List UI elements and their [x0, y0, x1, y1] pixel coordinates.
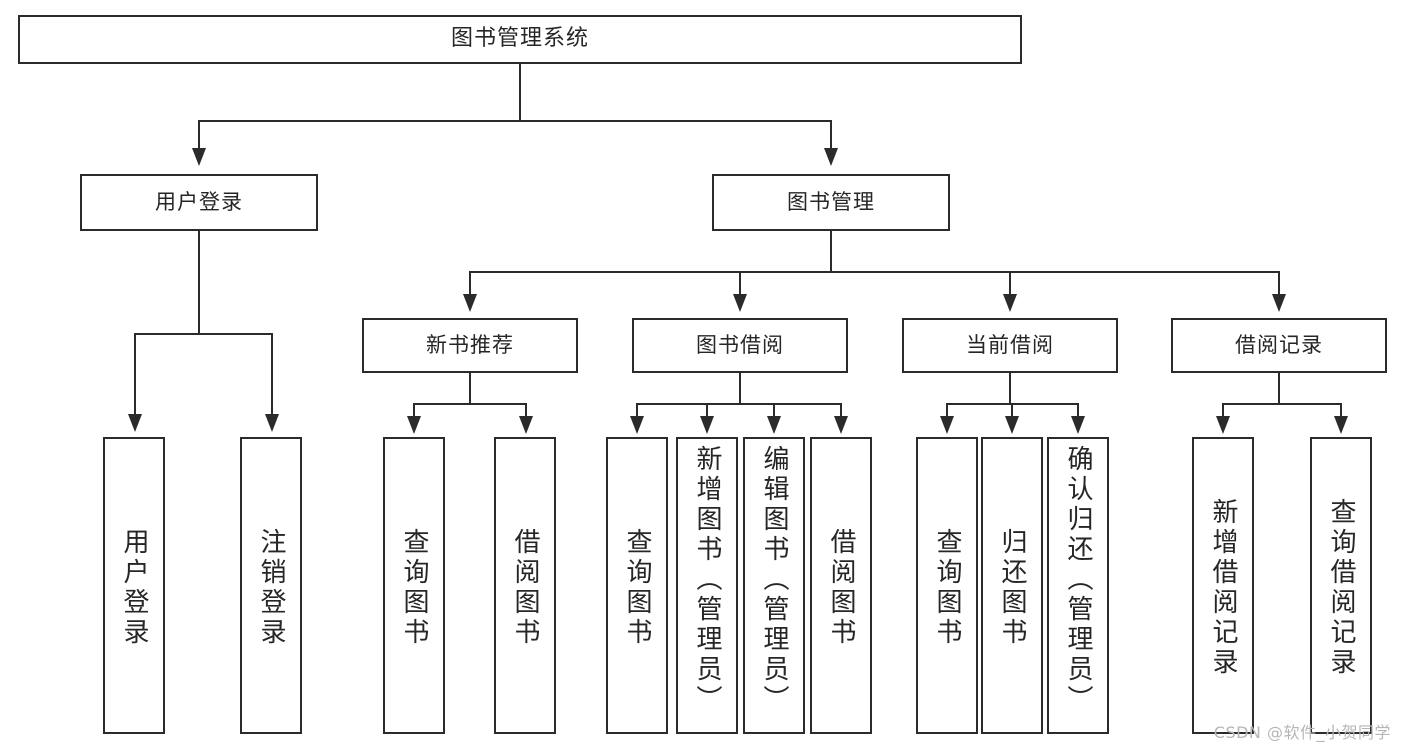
node-user-login[interactable]: 用户登录	[80, 174, 318, 231]
node-borrow-record[interactable]: 借阅记录	[1171, 318, 1387, 373]
connector-nb-to-leaf-2	[525, 403, 527, 417]
connector-book-borrow-bus	[636, 403, 842, 405]
leaf-query-book-3-label: 查询图书	[932, 527, 962, 648]
connector-root-bus	[198, 120, 832, 122]
connector-user-login-stem	[198, 231, 200, 335]
leaf-query-record-label: 查询借阅记录	[1326, 497, 1356, 678]
connector-cb-to-leaf-3	[1077, 403, 1079, 417]
arrowhead-leaf-user-login	[128, 414, 142, 432]
arrowhead-leaf-add-book	[700, 416, 714, 434]
node-current-borrow[interactable]: 当前借阅	[902, 318, 1118, 373]
arrowhead-leaf-query-book-1	[407, 416, 421, 434]
leaf-borrow-book-1[interactable]: 借阅图书	[494, 437, 556, 734]
leaf-add-book-label: 新增图书（管理员）	[692, 445, 722, 715]
leaf-borrow-book-1-label: 借阅图书	[510, 527, 540, 648]
arrowhead-leaf-query-book-3	[940, 416, 954, 434]
leaf-user-login[interactable]: 用户登录	[103, 437, 165, 734]
connector-bm-to-new-book	[469, 271, 471, 295]
leaf-confirm-return-label: 确认归还（管理员）	[1063, 445, 1093, 715]
leaf-add-book[interactable]: 新增图书（管理员）	[676, 437, 738, 734]
connector-root-stem	[519, 64, 521, 122]
node-new-book-recommend[interactable]: 新书推荐	[362, 318, 578, 373]
connector-bm-to-borrow-record	[1278, 271, 1280, 295]
leaf-edit-book-label: 编辑图书（管理员）	[759, 445, 789, 715]
leaf-user-logout-label: 注销登录	[256, 527, 286, 648]
arrowhead-leaf-edit-book	[767, 416, 781, 434]
watermark: CSDN @软件_小贺同学	[1213, 723, 1391, 742]
connector-bb-to-leaf-2	[706, 403, 708, 417]
connector-cb-to-leaf-1	[946, 403, 948, 417]
arrowhead-leaf-borrow-book-2	[834, 416, 848, 434]
connector-user-login-to-leaf-2	[271, 333, 273, 415]
connector-current-borrow-stem	[1009, 373, 1011, 405]
node-book-management[interactable]: 图书管理	[712, 174, 950, 231]
connector-br-to-leaf-2	[1340, 403, 1342, 417]
node-root-label: 图书管理系统	[450, 26, 589, 52]
arrowhead-book-management	[824, 148, 838, 166]
connector-new-book-stem	[469, 373, 471, 405]
connector-br-to-leaf-1	[1222, 403, 1224, 417]
node-current-borrow-label: 当前借阅	[966, 332, 1054, 357]
arrowhead-leaf-query-record	[1334, 416, 1348, 434]
connector-user-login-bus	[134, 333, 273, 335]
leaf-query-record[interactable]: 查询借阅记录	[1310, 437, 1372, 734]
node-book-borrow[interactable]: 图书借阅	[632, 318, 848, 373]
leaf-query-book-3[interactable]: 查询图书	[916, 437, 978, 734]
connector-new-book-bus	[413, 403, 527, 405]
node-book-borrow-label: 图书借阅	[696, 332, 784, 357]
leaf-query-book-1[interactable]: 查询图书	[383, 437, 445, 734]
node-user-login-label: 用户登录	[155, 189, 243, 214]
connector-root-to-user-login	[198, 120, 200, 150]
leaf-borrow-book-2[interactable]: 借阅图书	[810, 437, 872, 734]
arrowhead-leaf-add-record	[1216, 416, 1230, 434]
arrowhead-leaf-confirm-return	[1071, 416, 1085, 434]
connector-bm-to-current-borrow	[1009, 271, 1011, 295]
leaf-query-book-2-label: 查询图书	[622, 527, 652, 648]
leaf-return-book[interactable]: 归还图书	[981, 437, 1043, 734]
arrowhead-leaf-query-book-2	[630, 416, 644, 434]
arrowhead-user-login	[192, 148, 206, 166]
node-new-book-recommend-label: 新书推荐	[426, 332, 514, 357]
leaf-add-record-label: 新增借阅记录	[1208, 497, 1238, 678]
connector-borrow-record-bus	[1222, 403, 1342, 405]
leaf-add-record[interactable]: 新增借阅记录	[1192, 437, 1254, 734]
arrowhead-leaf-user-logout	[265, 414, 279, 432]
connector-book-management-bus	[469, 271, 1280, 273]
arrowhead-current-borrow	[1003, 294, 1017, 312]
leaf-confirm-return[interactable]: 确认归还（管理员）	[1047, 437, 1109, 734]
leaf-edit-book[interactable]: 编辑图书（管理员）	[743, 437, 805, 734]
arrowhead-borrow-record	[1272, 294, 1286, 312]
connector-bb-to-leaf-3	[773, 403, 775, 417]
connector-root-to-book-management	[830, 120, 832, 150]
arrowhead-leaf-borrow-book-1	[519, 416, 533, 434]
node-book-management-label: 图书管理	[787, 189, 875, 214]
leaf-query-book-2[interactable]: 查询图书	[606, 437, 668, 734]
connector-user-login-to-leaf-1	[134, 333, 136, 415]
connector-book-management-stem	[830, 231, 832, 273]
leaf-borrow-book-2-label: 借阅图书	[826, 527, 856, 648]
node-borrow-record-label: 借阅记录	[1235, 332, 1323, 357]
connector-bb-to-leaf-4	[840, 403, 842, 417]
connector-book-borrow-stem	[739, 373, 741, 405]
connector-cb-to-leaf-2	[1011, 403, 1013, 417]
leaf-user-logout[interactable]: 注销登录	[240, 437, 302, 734]
arrowhead-leaf-return-book	[1005, 416, 1019, 434]
arrowhead-new-book-recommend	[463, 294, 477, 312]
node-root[interactable]: 图书管理系统	[18, 15, 1022, 64]
connector-nb-to-leaf-1	[413, 403, 415, 417]
leaf-user-login-label: 用户登录	[119, 527, 149, 648]
connector-bb-to-leaf-1	[636, 403, 638, 417]
leaf-query-book-1-label: 查询图书	[399, 527, 429, 648]
connector-bm-to-book-borrow	[739, 271, 741, 295]
leaf-return-book-label: 归还图书	[997, 527, 1027, 648]
connector-borrow-record-stem	[1278, 373, 1280, 405]
arrowhead-book-borrow	[733, 294, 747, 312]
